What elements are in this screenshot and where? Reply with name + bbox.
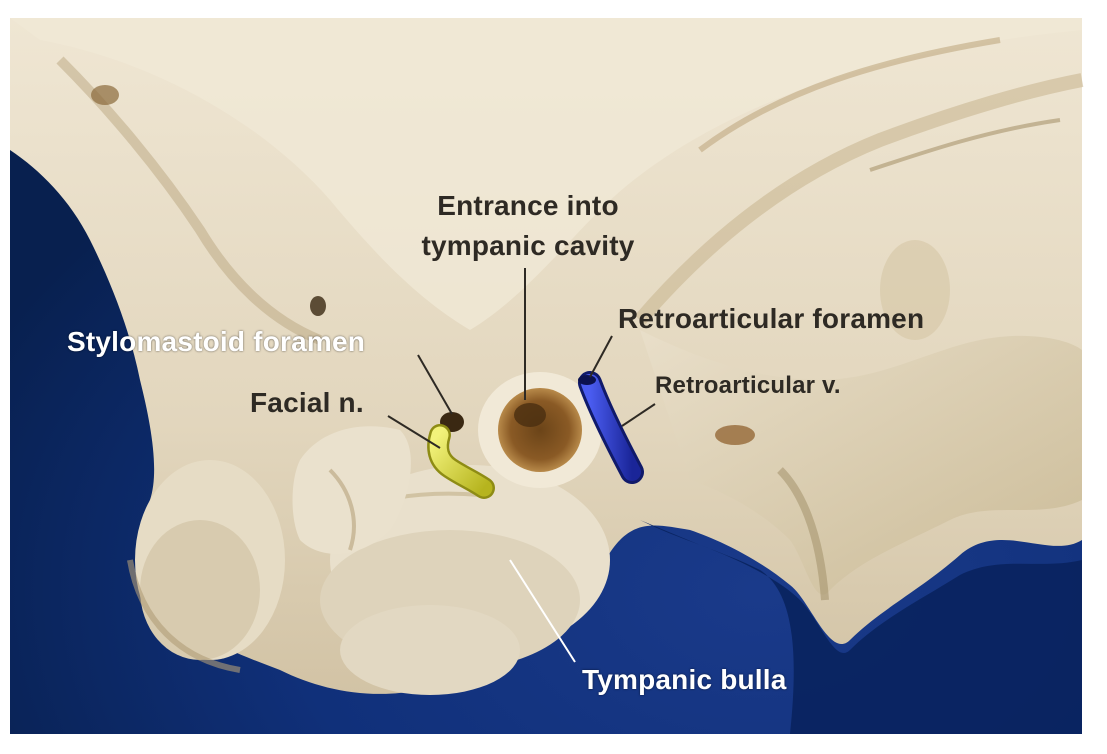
label-entrance-line2: tympanic cavity [421,230,635,261]
label-facial-n: Facial n. [250,387,364,418]
label-stylomastoid-foramen: Stylomastoid foramen [67,326,366,357]
label-tympanic-bulla: Tympanic bulla [582,664,787,695]
label-retroarticular-v: Retroarticular v. [655,372,841,399]
label-entrance-line1: Entrance into [437,190,619,221]
label-retroarticular-foramen: Retroarticular foramen [618,303,925,334]
